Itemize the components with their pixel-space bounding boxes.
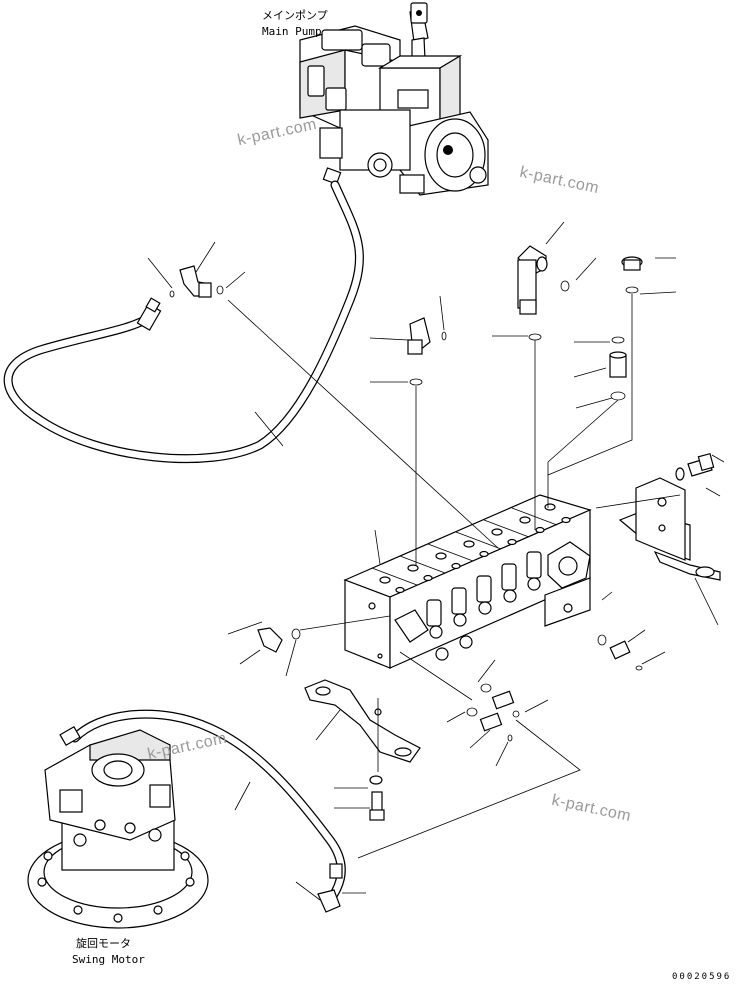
document-number: 00020596 [672, 972, 732, 982]
connector-right-mid [609, 336, 627, 401]
bolt-lower [369, 775, 385, 821]
elbow-fitting-left [169, 265, 224, 298]
swing-motor-hose [59, 709, 346, 913]
swing-motor [27, 729, 209, 929]
fitting-elbow-mid [407, 317, 447, 386]
fitting-elbow-top [517, 245, 570, 315]
main-pump [299, 2, 489, 196]
connector-valve-right [597, 634, 643, 671]
elbow-fitting-valve-left [257, 627, 301, 653]
swing-motor-label-en: Swing Motor [72, 953, 145, 966]
main-pump-label-jp: メインポンプ [262, 9, 328, 22]
valve-spool-caps [394, 541, 591, 661]
connectors-valve-front [466, 683, 520, 742]
plug-top-right [621, 256, 643, 294]
control-valve [343, 494, 592, 669]
swing-motor-label-jp: 旋回モータ [76, 937, 131, 950]
leader-lines [147, 221, 725, 901]
mounting-bracket-lower [304, 679, 421, 763]
mounting-bracket-right [618, 477, 721, 581]
main-pump-label-en: Main Pump [262, 25, 322, 38]
valve-top-ports [379, 503, 571, 594]
pump-hose [3, 180, 364, 464]
bolt-upper-right [675, 452, 715, 481]
